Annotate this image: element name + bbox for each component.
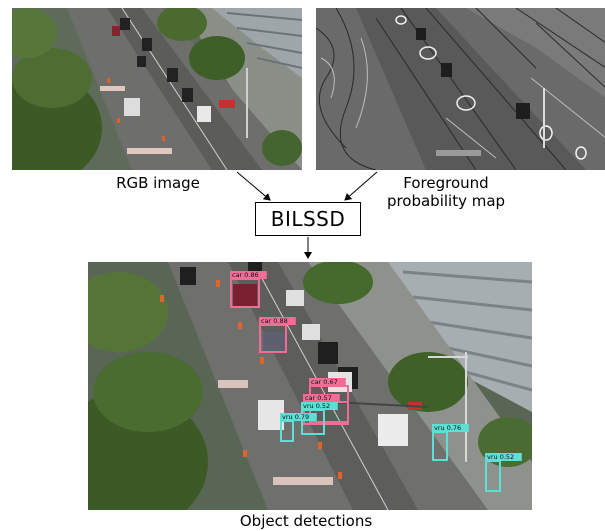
arrow-rgb-to-model	[236, 171, 271, 201]
detection-label-bg	[485, 453, 522, 461]
detection-label-bg	[301, 402, 338, 410]
rgb-image-caption: RGB image	[116, 174, 200, 192]
detection-label: car 0.86	[232, 271, 259, 279]
detection-label: car 0.88	[261, 317, 288, 325]
foreground-map-caption-line2: probability map	[386, 192, 506, 210]
arrow-map-to-model	[344, 171, 378, 201]
detection-car-0: car 0.86	[230, 271, 267, 308]
detection-label-bg	[280, 413, 317, 421]
rgb-image	[12, 8, 302, 170]
detection-vru-4: vru 0.52	[301, 402, 338, 435]
detection-label: vru 0.79	[282, 413, 309, 421]
detection-vru-5: vru 0.79	[280, 413, 317, 442]
detection-car-1: car 0.88	[259, 317, 296, 353]
detection-label: vru 0.52	[487, 453, 514, 461]
detection-label-bg	[309, 378, 346, 386]
detection-vru-6: vru 0.76	[432, 424, 469, 461]
detection-label: car 0.67	[311, 378, 338, 386]
detection-label-bg	[303, 394, 340, 402]
detections-caption: Object detections	[239, 512, 373, 530]
detection-label: vru 0.52	[303, 402, 330, 410]
detection-label: vru 0.76	[434, 424, 461, 432]
detection-label-bg	[230, 271, 267, 279]
detection-label-bg	[259, 317, 296, 325]
detection-vru-7: vru 0.52	[485, 453, 522, 492]
foreground-map-caption-line1: Foreground	[403, 174, 489, 192]
model-label: BILSSD	[270, 207, 346, 231]
foreground-probability-map	[316, 8, 605, 170]
model-box: BILSSD	[255, 202, 361, 236]
detection-label: car 0.57	[305, 394, 332, 402]
detection-label-bg	[432, 424, 469, 432]
